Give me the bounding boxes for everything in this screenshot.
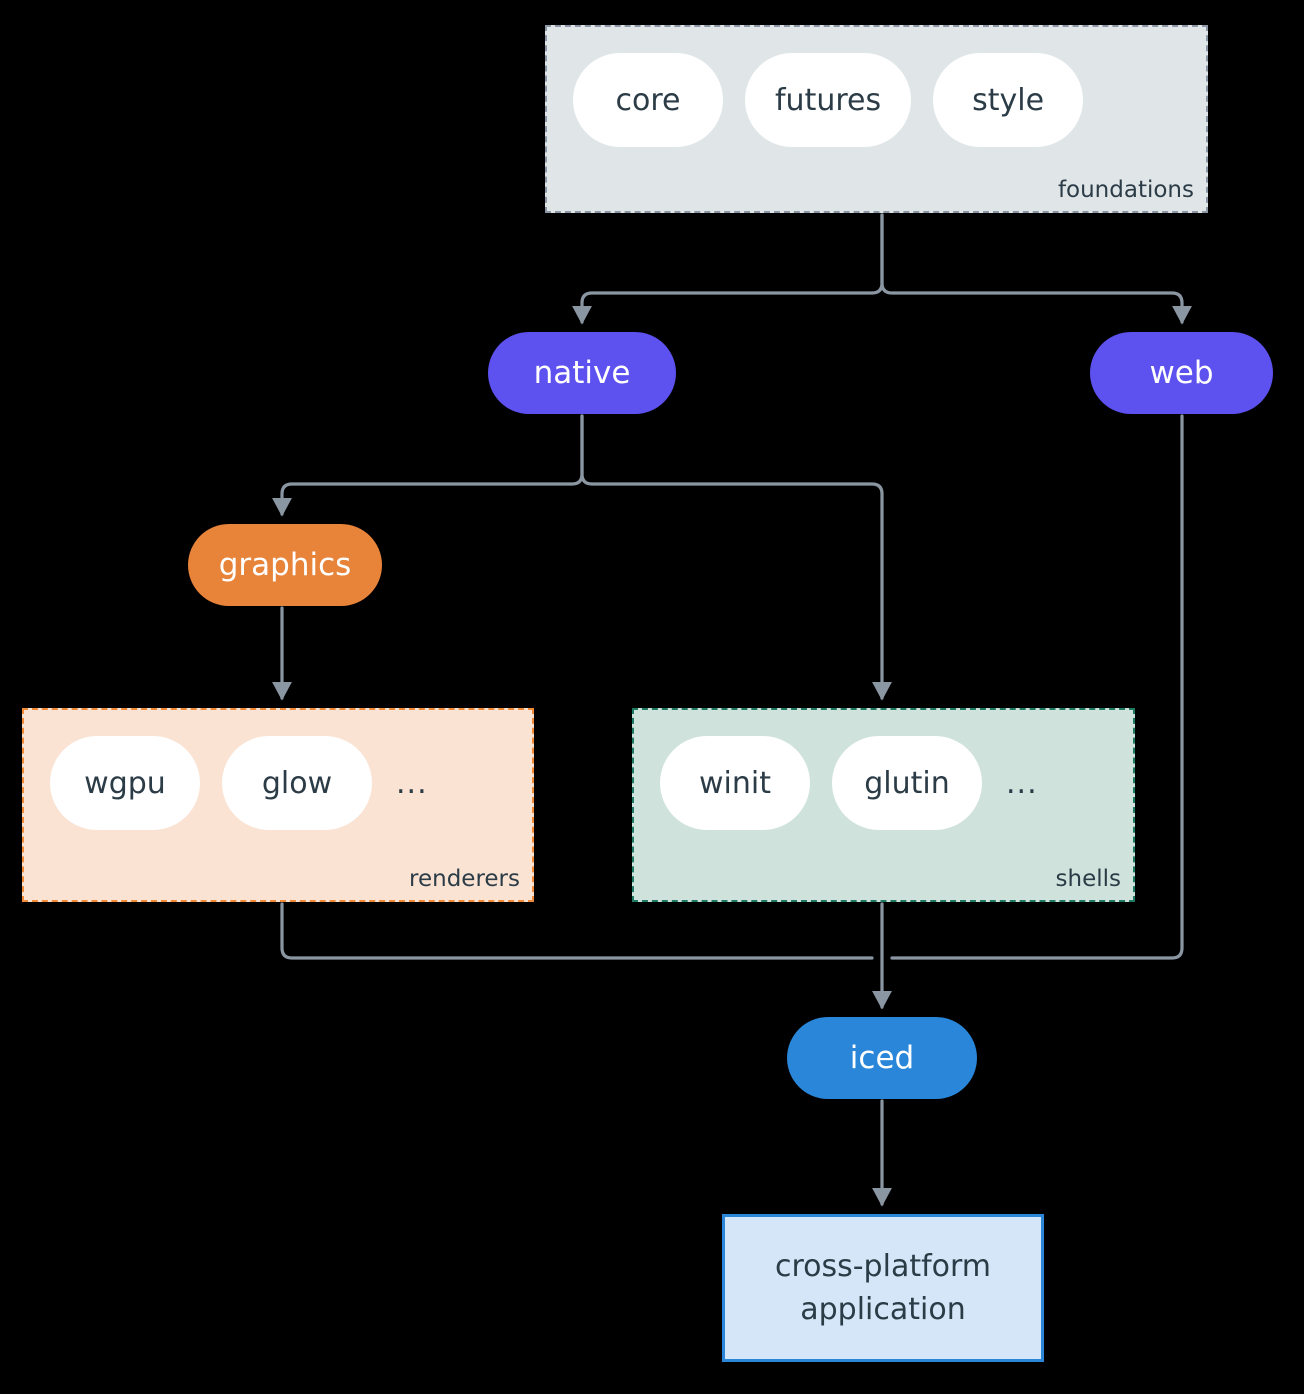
group-shells-label: shells	[1055, 866, 1121, 892]
renderers-more-ellipsis: ...	[396, 765, 428, 801]
node-core[interactable]: core	[573, 53, 723, 147]
shells-more-ellipsis: ...	[1006, 765, 1038, 801]
edge-foundations-web	[880, 213, 1192, 325]
node-iced-label: iced	[849, 1040, 915, 1076]
group-foundations-label: foundations	[1057, 177, 1194, 203]
renderers-members: wgpu glow ...	[50, 736, 428, 830]
node-web-label: web	[1149, 355, 1214, 391]
node-iced[interactable]: iced	[787, 1017, 977, 1099]
edge-native-shells	[580, 414, 892, 701]
application-label-line1: cross-platform	[774, 1248, 992, 1284]
node-winit-label: winit	[699, 765, 771, 801]
node-futures[interactable]: futures	[745, 53, 912, 147]
node-wgpu[interactable]: wgpu	[50, 736, 200, 830]
node-futures-label: futures	[775, 82, 882, 118]
node-graphics[interactable]: graphics	[188, 524, 382, 606]
group-renderers-label: renderers	[409, 866, 520, 892]
node-glow-label: glow	[261, 765, 333, 801]
edge-foundations-native	[572, 213, 884, 325]
node-core-label: core	[615, 82, 681, 118]
node-style[interactable]: style	[933, 53, 1084, 147]
group-foundations: core futures style foundations	[545, 25, 1208, 213]
node-web[interactable]: web	[1090, 332, 1273, 414]
edge-native-graphics	[272, 414, 584, 517]
node-glutin[interactable]: glutin	[832, 736, 982, 830]
node-native[interactable]: native	[488, 332, 676, 414]
application-label-line2: application	[800, 1292, 966, 1327]
group-shells: winit glutin ... shells	[632, 708, 1135, 902]
node-winit[interactable]: winit	[660, 736, 810, 830]
node-glutin-label: glutin	[864, 765, 950, 801]
node-wgpu-label: wgpu	[84, 765, 166, 801]
node-style-label: style	[972, 82, 1045, 118]
foundations-members: core futures style	[573, 53, 1105, 147]
node-graphics-label: graphics	[218, 547, 352, 583]
node-glow[interactable]: glow	[222, 736, 372, 830]
edge-renderers-iced	[280, 902, 874, 960]
shells-members: winit glutin ...	[660, 736, 1038, 830]
node-cross-platform-application[interactable]: cross-platform application	[722, 1214, 1044, 1362]
group-renderers: wgpu glow ... renderers	[22, 708, 534, 902]
node-native-label: native	[533, 355, 631, 391]
